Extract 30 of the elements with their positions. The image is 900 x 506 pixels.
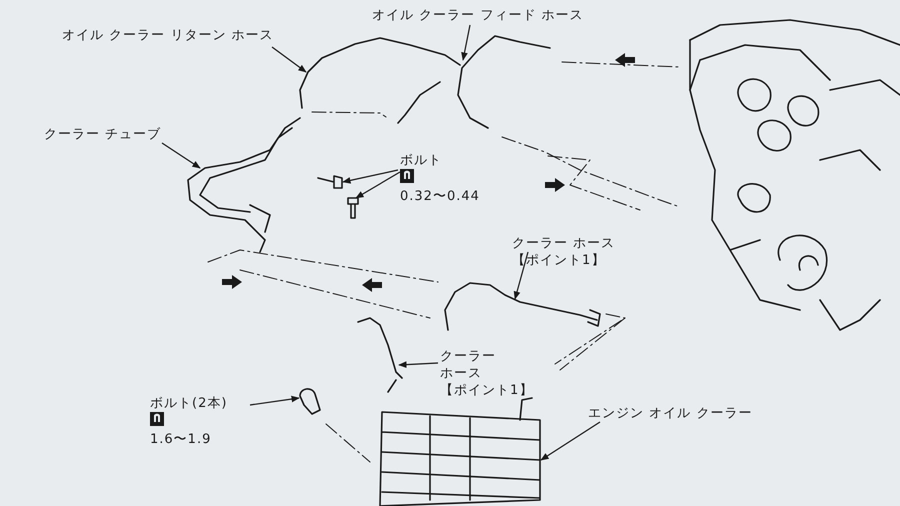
leader-line xyxy=(514,252,529,300)
note-label: 【ポイント1】 xyxy=(512,252,606,269)
part-label: クーラーホース xyxy=(440,348,497,382)
torque-value: 0.32〜0.44 xyxy=(400,188,480,205)
note-label: 【ポイント1】 xyxy=(440,382,534,399)
hose-drawing xyxy=(357,317,403,393)
leader-line xyxy=(355,171,400,199)
part-label: クーラー ホース xyxy=(512,235,616,252)
leader-line xyxy=(250,396,300,406)
leader-line xyxy=(461,24,471,61)
leader-line xyxy=(162,142,201,168)
leader-line xyxy=(272,46,307,72)
leader-line xyxy=(342,169,398,184)
part-label: クーラー チューブ xyxy=(44,126,162,143)
hose-drawing xyxy=(397,35,551,129)
hose-drawing xyxy=(444,282,601,331)
bolt-drawing xyxy=(299,388,321,415)
oil-cooler-drawing xyxy=(379,397,541,506)
hose-drawing xyxy=(299,37,461,109)
bolt-drawing xyxy=(317,175,343,189)
part-label: オイル クーラー フィード ホース xyxy=(372,7,584,24)
leader-line xyxy=(398,361,438,368)
leader-line xyxy=(540,422,600,460)
part-label: オイル クーラー リターン ホース xyxy=(62,27,274,44)
torque-value: 1.6〜1.9 xyxy=(150,431,212,448)
part-label: ボルト(2本) xyxy=(150,395,228,412)
part-label: ボルト xyxy=(400,152,443,169)
tube-drawing xyxy=(187,117,301,253)
bolt-drawing xyxy=(347,197,359,219)
part-label: エンジン オイル クーラー xyxy=(588,405,752,422)
